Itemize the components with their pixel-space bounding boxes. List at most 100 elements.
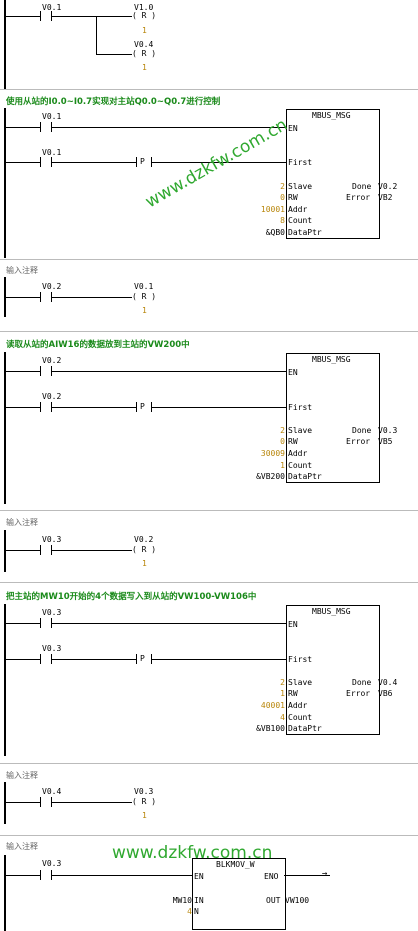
done-value[interactable]: V0.2 xyxy=(378,182,398,191)
no-contact[interactable] xyxy=(40,122,52,132)
slave-pin: Slave xyxy=(288,182,313,191)
out-pin: OUT xyxy=(266,896,281,905)
positive-edge-contact[interactable]: P xyxy=(136,654,152,664)
en-pin: EN xyxy=(194,872,204,881)
error-pin: Error xyxy=(346,193,371,202)
dataptr-value[interactable]: &VB100 xyxy=(256,724,285,733)
addr-value[interactable]: 10001 xyxy=(260,205,285,214)
block-title: BLKMOV_W xyxy=(216,860,255,869)
contact-address: V0.2 xyxy=(42,356,62,365)
error-value[interactable]: VB5 xyxy=(378,437,393,446)
no-contact[interactable] xyxy=(40,618,52,628)
network-comment[interactable]: 输入注释 xyxy=(6,771,38,780)
positive-edge-contact[interactable]: P xyxy=(136,157,152,167)
rw-pin: RW xyxy=(288,689,298,698)
dataptr-value[interactable]: &QB0 xyxy=(265,228,285,237)
no-contact[interactable] xyxy=(40,545,52,555)
addr-pin: Addr xyxy=(288,701,308,710)
coil-address: V0.2 xyxy=(134,535,154,544)
first-pin: First xyxy=(288,403,313,412)
dataptr-pin: DataPtr xyxy=(288,472,322,481)
contact-address: V0.1 xyxy=(42,112,62,121)
error-pin: Error xyxy=(346,437,371,446)
block-title: MBUS_MSG xyxy=(312,111,351,120)
reset-coil[interactable]: ( R ) xyxy=(132,545,157,554)
n-value[interactable]: 4 xyxy=(187,907,192,916)
first-pin: First xyxy=(288,655,313,664)
dataptr-value[interactable]: &VB200 xyxy=(256,472,285,481)
block-title: MBUS_MSG xyxy=(312,607,351,616)
slave-value[interactable]: 2 xyxy=(280,182,285,191)
slave-value[interactable]: 2 xyxy=(280,678,285,687)
network-comment[interactable]: 输入注释 xyxy=(6,842,38,851)
coil-count: 1 xyxy=(142,26,147,35)
no-contact[interactable] xyxy=(40,157,52,167)
count-pin: Count xyxy=(288,713,313,722)
rw-value[interactable]: 0 xyxy=(280,437,285,446)
count-value[interactable]: 8 xyxy=(280,216,285,225)
no-contact[interactable] xyxy=(40,654,52,664)
coil-address: V0.3 xyxy=(134,787,154,796)
positive-edge-contact[interactable]: P xyxy=(136,402,152,412)
done-pin: Done xyxy=(352,182,372,191)
no-contact[interactable] xyxy=(40,797,52,807)
reset-coil[interactable]: ( R ) xyxy=(132,11,157,20)
addr-pin: Addr xyxy=(288,449,308,458)
reset-coil[interactable]: ( R ) xyxy=(132,292,157,301)
coil-address: V0.4 xyxy=(134,40,154,49)
mbus-msg-block[interactable] xyxy=(286,109,380,239)
coil-count: 1 xyxy=(142,559,147,568)
contact-address: V0.3 xyxy=(42,535,62,544)
coil-count: 1 xyxy=(142,306,147,315)
contact-address: V0.2 xyxy=(42,392,62,401)
no-contact[interactable] xyxy=(40,11,52,21)
error-value[interactable]: VB2 xyxy=(378,193,393,202)
in-pin: IN xyxy=(194,896,204,905)
slave-value[interactable]: 2 xyxy=(280,426,285,435)
no-contact[interactable] xyxy=(40,870,52,880)
in-value[interactable]: MW10 xyxy=(172,896,192,905)
addr-value[interactable]: 30009 xyxy=(260,449,285,458)
coil-count: 1 xyxy=(142,811,147,820)
error-value[interactable]: VB6 xyxy=(378,689,393,698)
done-value[interactable]: V0.4 xyxy=(378,678,398,687)
addr-value[interactable]: 40001 xyxy=(260,701,285,710)
contact-address: V0.3 xyxy=(42,608,62,617)
slave-pin: Slave xyxy=(288,426,313,435)
done-pin: Done xyxy=(352,678,372,687)
en-pin: EN xyxy=(288,620,298,629)
contact-address: V0.3 xyxy=(42,859,62,868)
network-comment[interactable]: 输入注释 xyxy=(6,266,38,275)
addr-pin: Addr xyxy=(288,205,308,214)
rw-value[interactable]: 1 xyxy=(280,689,285,698)
dataptr-pin: DataPtr xyxy=(288,724,322,733)
rw-value[interactable]: 0 xyxy=(280,193,285,202)
count-value[interactable]: 1 xyxy=(280,461,285,470)
mbus-msg-block[interactable] xyxy=(286,605,380,735)
count-value[interactable]: 4 xyxy=(280,713,285,722)
en-pin: EN xyxy=(288,124,298,133)
no-contact[interactable] xyxy=(40,402,52,412)
contact-address: V0.1 xyxy=(42,3,62,12)
rw-pin: RW xyxy=(288,437,298,446)
output-arrow: → xyxy=(322,869,328,879)
network-comment[interactable]: 读取从站的AIW16的数据放到主站的VW200中 xyxy=(6,340,190,350)
done-value[interactable]: V0.3 xyxy=(378,426,398,435)
no-contact[interactable] xyxy=(40,292,52,302)
network-comment[interactable]: 输入注释 xyxy=(6,518,38,527)
contact-address: V0.1 xyxy=(42,148,62,157)
blkmov-block[interactable] xyxy=(192,858,286,930)
network-comment[interactable]: 使用从站的I0.0~I0.7实现对主站Q0.0~Q0.7进行控制 xyxy=(6,97,221,107)
coil-address: V1.0 xyxy=(134,3,154,12)
coil-address: V0.1 xyxy=(134,282,154,291)
contact-address: V0.3 xyxy=(42,644,62,653)
count-pin: Count xyxy=(288,461,313,470)
reset-coil[interactable]: ( R ) xyxy=(132,797,157,806)
reset-coil[interactable]: ( R ) xyxy=(132,49,157,58)
mbus-msg-block[interactable] xyxy=(286,353,380,483)
out-value[interactable]: VW100 xyxy=(285,896,310,905)
no-contact[interactable] xyxy=(40,366,52,376)
network-comment[interactable]: 把主站的MW10开始的4个数据写入到从站的VW100-VW106中 xyxy=(6,592,257,602)
done-pin: Done xyxy=(352,426,372,435)
eno-pin: ENO xyxy=(264,872,279,881)
